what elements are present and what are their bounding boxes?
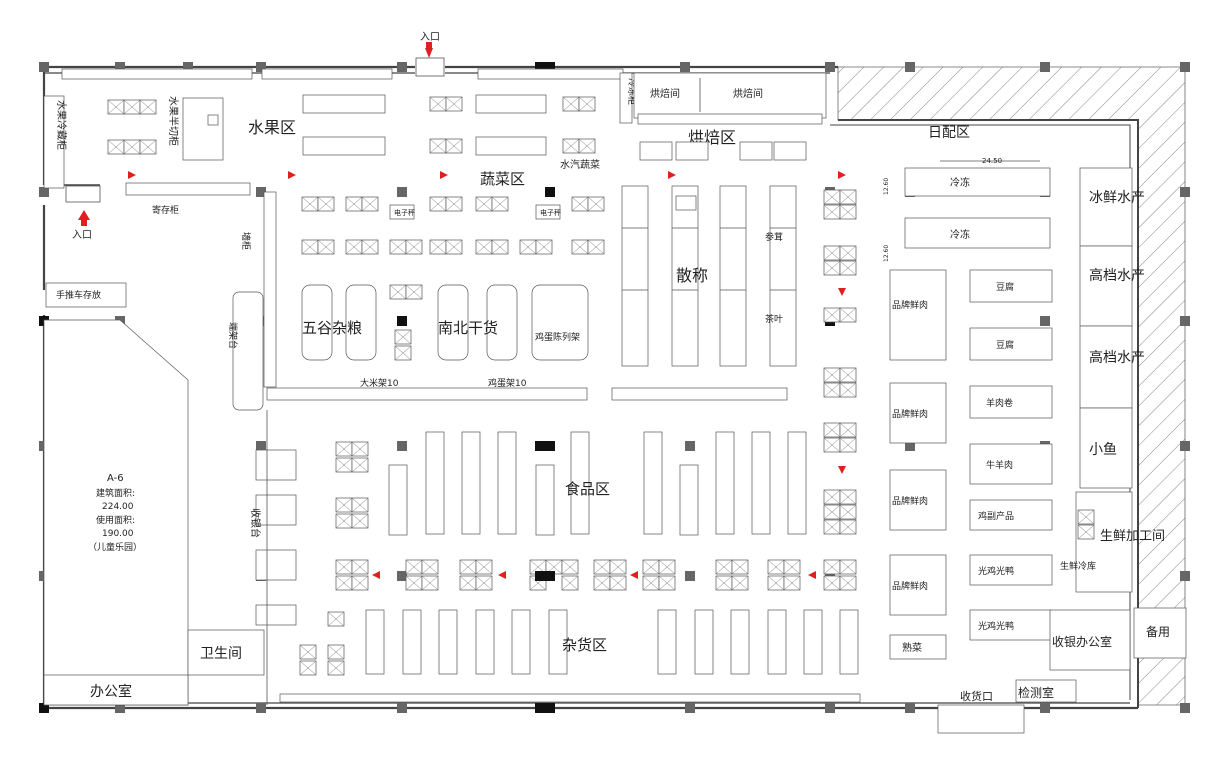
svg-text:豆腐: 豆腐: [996, 339, 1014, 351]
svg-text:电子秤: 电子秤: [394, 208, 415, 217]
svg-text:手推车存放: 手推车存放: [56, 289, 101, 301]
freezer-units: 冷冻 冷冻 24.50 12.60 12.60: [883, 157, 1051, 262]
svg-text:墙柜: 墙柜: [240, 232, 252, 250]
svg-text:12.60: 12.60: [883, 178, 890, 195]
ginseng-label: 参茸: [765, 231, 783, 243]
scale-stations: 电子秤 电子秤: [389, 204, 561, 220]
svg-text:熟菜: 熟菜: [902, 641, 922, 654]
fruit-half-cut-cabinet: 水果半切柜: [167, 96, 224, 161]
svg-text:收货口: 收货口: [960, 689, 993, 703]
svg-text:24.50: 24.50: [982, 157, 1002, 165]
svg-text:小鱼: 小鱼: [1089, 441, 1117, 458]
svg-text:电子秤: 电子秤: [540, 208, 561, 217]
storage-label: 寄存柜: [152, 204, 179, 216]
snack-zone-label: 南北干货: [438, 319, 498, 337]
svg-text:冰鲜水产: 冰鲜水产: [1089, 190, 1145, 206]
toilet-room: 卫生间: [187, 629, 265, 676]
brand-meat-counters: 品牌鲜肉 品牌鲜肉 品牌鲜肉 品牌鲜肉 熟菜: [889, 269, 947, 660]
svg-text:冷冻: 冷冻: [950, 228, 970, 241]
svg-text:建筑面积:: 建筑面积:: [96, 487, 135, 499]
daily-zone-label: 日配区: [928, 125, 970, 141]
top-entrance-label: 入口: [420, 32, 440, 43]
rack-a-label: 大米架10: [360, 377, 399, 389]
svg-text:使用面积:: 使用面积:: [96, 514, 135, 526]
svg-text:卫生间: 卫生间: [200, 646, 242, 662]
svg-text:A-6: A-6: [107, 473, 124, 484]
svg-text:烘焙间: 烘焙间: [733, 87, 763, 100]
svg-text:检测室: 检测室: [1018, 685, 1054, 700]
water-veg-label: 水汽蔬菜: [560, 158, 600, 171]
fresh-processing-room: 生鲜加工间 生鲜冷库: [1060, 491, 1165, 593]
left-entrance[interactable]: 入口: [65, 185, 101, 241]
svg-text:端架台: 端架台: [227, 322, 239, 349]
grocery-zone-label: 杂货区: [562, 636, 607, 654]
fruit-zone-label: 水果区: [248, 118, 296, 137]
receiving-area: 收货口 检测室: [937, 679, 1077, 734]
svg-text:品牌鲜肉: 品牌鲜肉: [892, 408, 928, 420]
grocery-shelves: [279, 609, 861, 703]
svg-text:生鲜冷库: 生鲜冷库: [1060, 560, 1096, 572]
svg-text:190.00: 190.00: [102, 529, 134, 539]
wall-shelf-vertical: 墙柜 端架台: [227, 191, 277, 411]
rice-zone-label: 五谷杂粮: [302, 319, 362, 337]
svg-text:水果半切柜: 水果半切柜: [167, 96, 180, 146]
svg-text:（儿童乐园）: （儿童乐园）: [88, 541, 142, 553]
left-entrance-label: 入口: [72, 230, 92, 241]
bulk-area: [621, 185, 797, 367]
rice-units: [301, 284, 589, 361]
svg-text:12.60: 12.60: [883, 245, 890, 262]
svg-text:光鸡光鸭: 光鸡光鸭: [978, 620, 1014, 632]
svg-text:生鲜加工间: 生鲜加工间: [1100, 529, 1165, 544]
food-zone-shelves: [335, 431, 807, 536]
svg-text:品牌鲜肉: 品牌鲜肉: [892, 580, 928, 592]
daily-product-counters: 豆腐 豆腐 羊肉卷 牛羊肉 鸡副产品 光鸡光鸭 光鸡光鸭: [969, 269, 1053, 641]
office-room: 办公室: [43, 674, 189, 706]
svg-text:收银办公室: 收银办公室: [1052, 634, 1112, 649]
svg-text:水果冷藏柜: 水果冷藏柜: [55, 100, 68, 150]
aisle-shelf-column: [823, 189, 857, 535]
fruit-cold-cabinet: 水果冷藏柜: [43, 95, 68, 189]
svg-text:收银台: 收银台: [249, 508, 262, 538]
wall-cabinet-strip: [61, 68, 624, 80]
svg-text:高档水产: 高档水产: [1089, 267, 1145, 284]
svg-text:鸡副产品: 鸡副产品: [978, 510, 1014, 522]
food-zone-label: 食品区: [565, 480, 610, 498]
svg-text:224.00: 224.00: [102, 502, 134, 512]
veg-zone-label: 蔬菜区: [480, 170, 525, 188]
rice-rack-row: [266, 387, 788, 401]
aqua-stalls: 冰鲜水产 高档水产 高档水产 小鱼: [1079, 167, 1145, 489]
svg-text:烘焙间: 烘焙间: [650, 87, 680, 100]
cross-aisle-shelves: [335, 559, 857, 591]
svg-text:品牌鲜肉: 品牌鲜肉: [892, 299, 928, 311]
bake-tables: [639, 141, 807, 161]
svg-text:牛羊肉: 牛羊肉: [986, 459, 1013, 471]
bakery-room: 烘焙间 烘焙间: [633, 72, 827, 125]
fruit-shelves: [107, 99, 157, 155]
checkout-counters[interactable]: 收银台: [249, 410, 297, 705]
svg-text:冷冻: 冷冻: [950, 176, 970, 189]
cart-parking: 手推车存放: [45, 282, 127, 308]
chicken-rack-label: 鸡蛋陈列架: [535, 331, 580, 343]
svg-text:豆腐: 豆腐: [996, 281, 1014, 293]
tea-label: 茶叶: [765, 313, 783, 325]
svg-text:羊肉卷: 羊肉卷: [986, 397, 1013, 409]
svg-text:光鸡光鸭: 光鸡光鸭: [978, 565, 1014, 577]
svg-text:高档水产: 高档水产: [1089, 349, 1145, 366]
cashier-office: 收银办公室: [1049, 609, 1131, 671]
svg-text:品牌鲜肉: 品牌鲜肉: [892, 495, 928, 507]
rack-b-label: 鸡蛋架10: [488, 377, 527, 389]
kids-area: A-6 建筑面积: 224.00 使用面积: 190.00 （儿童乐园）: [43, 319, 189, 706]
vegetable-racks: [302, 94, 596, 156]
svg-text:备用: 备用: [1146, 625, 1170, 639]
top-entrance[interactable]: 入口: [415, 32, 445, 77]
storage-cabinet[interactable]: 寄存柜: [125, 182, 251, 216]
spare-room: 备用: [1133, 607, 1187, 659]
bulk-label: 散称: [676, 266, 708, 285]
svg-text:办公室: 办公室: [90, 683, 132, 700]
